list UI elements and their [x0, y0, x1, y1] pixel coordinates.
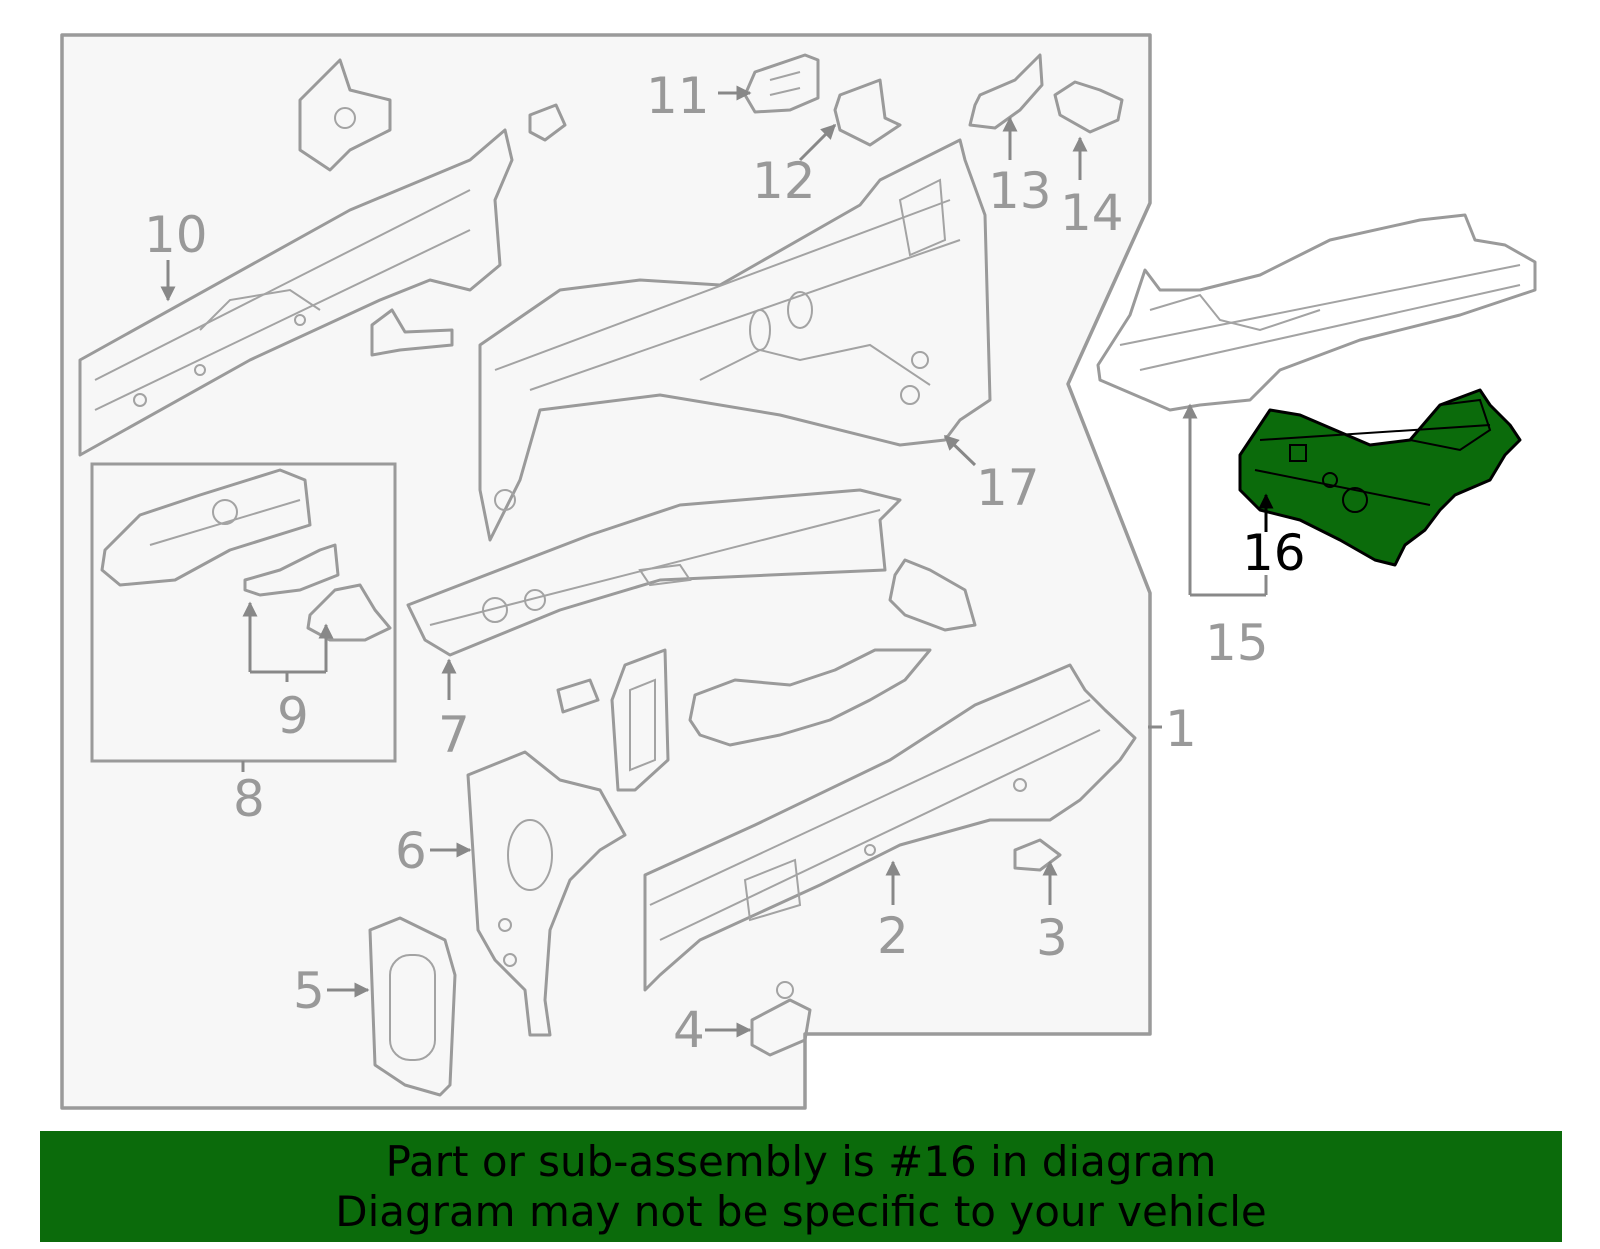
part-5-plate	[368, 916, 457, 1097]
part-16-highlighted	[1238, 388, 1522, 567]
callout-5: 5	[293, 962, 325, 1020]
callout-11: 11	[646, 67, 710, 125]
callout-6: 6	[395, 822, 427, 880]
callout-15: 15	[1205, 614, 1269, 672]
subassembly-8-parts	[100, 468, 392, 642]
callout-labels: 1 2 3 4 5 6 7 8 9 10 11 12 13 14 15 16 1…	[144, 67, 1306, 1059]
callout-4: 4	[673, 1001, 705, 1059]
banner-line-part: Part or sub-assembly is #16 in diagram	[385, 1136, 1217, 1186]
part-15-rail	[1096, 213, 1537, 412]
callout-10: 10	[144, 206, 208, 264]
banner-line-disclaimer: Diagram may not be specific to your vehi…	[335, 1186, 1267, 1236]
callout-9: 9	[277, 687, 309, 745]
assembly-1-panel	[60, 33, 1152, 1110]
callout-8: 8	[233, 770, 265, 828]
leader-lines	[160, 85, 1274, 1038]
info-banner: Part or sub-assembly is #16 in diagram D…	[40, 1131, 1562, 1242]
callout-17: 17	[976, 459, 1040, 517]
part-7-rail	[406, 488, 977, 657]
callout-13: 13	[988, 162, 1052, 220]
callout-12: 12	[752, 152, 816, 210]
part-10-rail	[78, 58, 567, 457]
callout-16: 16	[1242, 524, 1306, 582]
callout-3: 3	[1036, 909, 1068, 967]
part-6-plate	[466, 648, 670, 1037]
part-2-rail	[643, 648, 1137, 1057]
callout-7: 7	[438, 706, 470, 764]
subassembly-8-box	[90, 462, 397, 763]
part-17-apron	[478, 138, 992, 542]
callout-2: 2	[877, 907, 909, 965]
callout-1: 1	[1165, 700, 1197, 758]
callout-14: 14	[1060, 184, 1124, 242]
